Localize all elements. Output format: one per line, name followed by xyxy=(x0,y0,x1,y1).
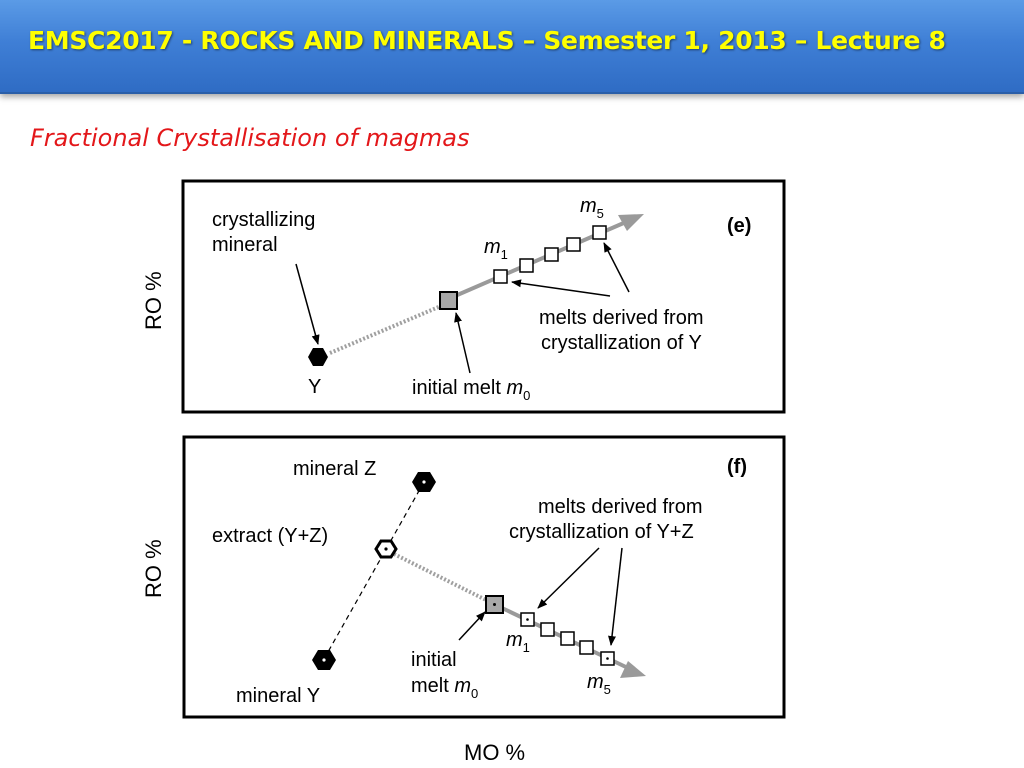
panel-f-melt-m4 xyxy=(579,640,594,655)
panel-f-derived-label-2: crystallization of Y+Z xyxy=(509,521,694,543)
panel-f-mineral-z-dot xyxy=(422,480,426,484)
panel-f-mineral-y-dot xyxy=(322,658,326,662)
panel-e-tag: (e) xyxy=(727,215,751,237)
panel-f-trend-arrowhead xyxy=(620,661,646,678)
panel-f-m5-label: m5 xyxy=(587,671,611,697)
panel-e-mineral-y-label: Y xyxy=(308,376,321,398)
panel-f-derived-arrow-m5 xyxy=(608,547,623,646)
panel-e-m1-label: m1 xyxy=(484,236,508,262)
panel-f-initial-melt-label-1: initial xyxy=(411,649,457,671)
panel-f-extract-label: extract (Y+Z) xyxy=(212,525,328,547)
panel-e-crystallizing-arrow xyxy=(295,263,320,345)
x-axis-label: MO % xyxy=(464,740,525,765)
panel-e-derived-label-2: crystallization of Y xyxy=(541,332,702,354)
panel-e-melt-m4 xyxy=(566,237,581,252)
panel-f-m1-label: m1 xyxy=(506,629,530,655)
slide-title: EMSC2017 - ROCKS AND MINERALS – Semester… xyxy=(28,26,946,55)
panel-e-derived-arrow-m5 xyxy=(603,242,630,293)
panel-e-melt-m3 xyxy=(544,247,559,262)
panel-e-initial-melt-arrow xyxy=(454,312,471,374)
panel-f-melt-m5-dot xyxy=(606,657,609,660)
panel-e-mineral-y-hexagon xyxy=(308,348,328,366)
panel-f-mineral-z-label: mineral Z xyxy=(293,458,376,480)
panel-f-initial-melt-arrow xyxy=(458,611,486,641)
panel-e-frame xyxy=(181,179,786,414)
panel-f-y-axis-label: RO % xyxy=(141,539,166,598)
panel-e-derived-label-1: melts derived from xyxy=(539,307,704,329)
panel-e-crystallizing-label-1: crystallizing xyxy=(212,209,315,231)
panel-f: (f) mineral Z extract (Y+Z) mineral Y xyxy=(182,435,786,719)
panel-f-tie-line xyxy=(323,481,425,660)
panel-f-extract-dot xyxy=(384,547,388,551)
panel-f-melt-m2 xyxy=(540,622,555,637)
panel-e: (e) Y crystallizing mineral m1 m5 melts … xyxy=(181,179,786,414)
panel-f-mineral-y-label: mineral Y xyxy=(236,685,320,707)
panel-e-m5-label: m5 xyxy=(580,195,604,221)
panel-f-derived-label-1: melts derived from xyxy=(538,496,703,518)
panel-e-derived-arrow-m1 xyxy=(511,279,611,297)
panel-f-derived-arrow-m1 xyxy=(537,547,600,609)
slide-header: EMSC2017 - ROCKS AND MINERALS – Semester… xyxy=(0,0,1024,94)
panel-f-melt-m3 xyxy=(560,631,575,646)
panel-f-melt-m1-dot xyxy=(526,618,529,621)
panel-e-melt-m1 xyxy=(493,269,508,284)
panel-e-initial-melt-label: initial melt m0 xyxy=(412,377,530,403)
panel-e-extract-line xyxy=(329,304,442,355)
panel-e-crystallizing-label-2: mineral xyxy=(212,234,278,256)
panel-e-initial-melt-square xyxy=(439,291,458,310)
panel-f-extract-line xyxy=(393,552,487,602)
panel-e-y-axis-label: RO % xyxy=(141,271,166,330)
panel-f-initial-melt-dot xyxy=(493,603,496,606)
panel-f-frame xyxy=(182,435,786,719)
panel-f-initial-melt-label-2: melt m0 xyxy=(411,675,478,701)
slide-subtitle: Fractional Crystallisation of magmas xyxy=(30,124,470,152)
panel-e-trend-arrowhead xyxy=(618,214,644,231)
panel-e-melt-m5 xyxy=(592,225,607,240)
panel-f-tag: (f) xyxy=(727,456,747,478)
panel-e-melt-m2 xyxy=(519,258,534,273)
